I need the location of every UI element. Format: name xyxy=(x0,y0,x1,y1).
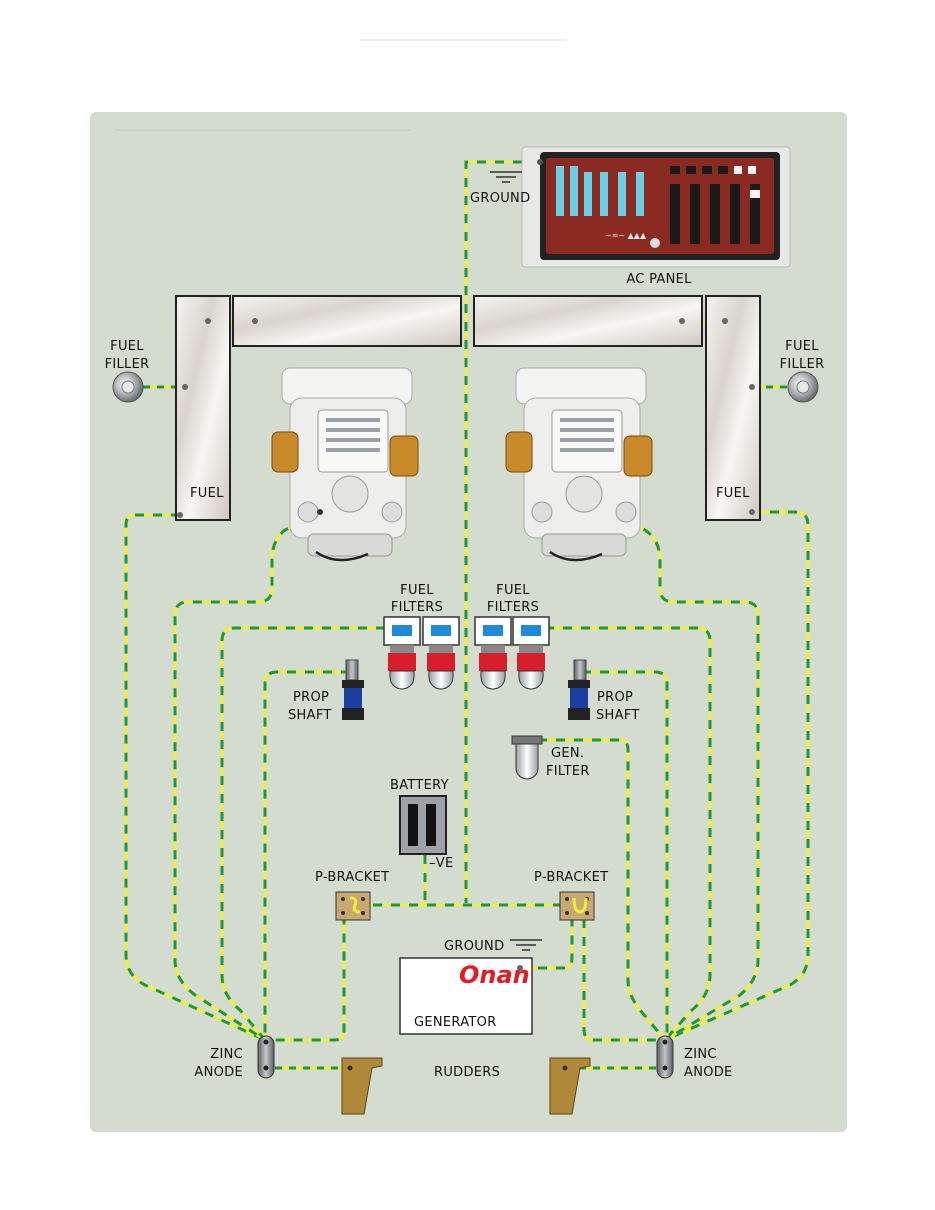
gen-filter xyxy=(511,735,543,780)
ground-top-label: GROUND xyxy=(470,191,530,206)
zinc-anode-right-label-2: ANODE xyxy=(684,1065,733,1080)
prop-shaft-right xyxy=(568,659,590,720)
fuel-filters-left-label-1: FUEL xyxy=(400,583,434,598)
rudders-label: RUDDERS xyxy=(434,1065,500,1080)
wire-left-prop-to-anode xyxy=(263,670,350,1040)
p-bracket-right-label: P-BRACKET xyxy=(534,870,608,885)
ground-icon xyxy=(490,171,522,183)
battery-negative-label: –VE xyxy=(429,856,454,871)
ac-panel: ~≈~ ▲▲▲ xyxy=(521,146,791,268)
fuel-filler-left-label-2: FILLER xyxy=(105,357,150,372)
marine-engine-icon xyxy=(505,367,653,562)
zinc-anode-left-label-1: ZINC xyxy=(210,1047,243,1062)
wire-left-tank-to-anode xyxy=(124,513,266,1042)
ac-panel-label: AC PANEL xyxy=(626,272,692,287)
wire-gen-filter-to-anode xyxy=(520,738,667,1041)
ac-panel-terminal xyxy=(537,159,543,165)
ground-icon xyxy=(510,939,542,951)
fuel-filters-left xyxy=(383,616,460,690)
wire-generator-ground xyxy=(520,905,574,970)
battery-label: BATTERY xyxy=(390,778,449,793)
zinc-anode-left-label-2: ANODE xyxy=(194,1065,243,1080)
prop-shaft-right-label-2: SHAFT xyxy=(596,708,640,723)
fuel-filler-cap-icon xyxy=(787,371,819,403)
wire-ac-panel-ground xyxy=(464,160,540,903)
prop-shaft-left xyxy=(342,659,364,720)
p-bracket-right xyxy=(559,891,595,921)
zinc-anode-right xyxy=(656,1035,674,1079)
prop-shaft-left-label-1: PROP xyxy=(293,690,329,705)
marine-engine-icon xyxy=(271,367,419,562)
fuel-filters-left-label-2: FILTERS xyxy=(391,600,443,615)
fuel-filters-right-label-1: FUEL xyxy=(496,583,530,598)
generator xyxy=(399,957,533,1035)
wire-right-tank-to-anode xyxy=(664,510,810,1042)
fuel-filler-right-label-1: FUEL xyxy=(785,339,819,354)
fuel-tank-right xyxy=(473,295,761,521)
ground-gen-label: GROUND xyxy=(444,939,504,954)
zinc-anode-left xyxy=(257,1035,275,1079)
wire-left-engine-to-anode xyxy=(173,510,321,1042)
fuel-tank-left-label: FUEL xyxy=(190,486,224,501)
fuel-filler-cap-icon xyxy=(112,371,144,403)
wire-right-filters-to-anode xyxy=(545,626,712,1042)
p-bracket-left-label: P-BRACKET xyxy=(315,870,389,885)
prop-shaft-right-label-1: PROP xyxy=(597,690,633,705)
rudder-left xyxy=(341,1057,383,1115)
onan-logo: Onan xyxy=(459,961,530,989)
wire-left-filters-to-anode xyxy=(220,626,385,1041)
wire-right-engine-to-anode xyxy=(611,510,760,1042)
diagram-background xyxy=(90,112,847,1132)
gen-filter-label-2: FILTER xyxy=(546,764,590,779)
fuel-filters-right xyxy=(474,616,550,690)
generator-label: GENERATOR xyxy=(414,1015,497,1030)
fuel-filters-right-label-2: FILTERS xyxy=(487,600,539,615)
gen-filter-label-1: GEN. xyxy=(551,746,584,761)
fuel-tank-left xyxy=(175,295,462,521)
prop-shaft-left-label-2: SHAFT xyxy=(288,708,332,723)
svg-text:~≈~ ▲▲▲: ~≈~ ▲▲▲ xyxy=(605,231,647,240)
fuel-filler-right-label-2: FILLER xyxy=(780,357,825,372)
bonding-wires xyxy=(124,160,810,1070)
fuel-filler-left-label-1: FUEL xyxy=(110,339,144,354)
rudder-right xyxy=(549,1057,591,1115)
wire-right-prop-to-anode xyxy=(582,670,669,1040)
zinc-anode-right-label-1: ZINC xyxy=(684,1047,717,1062)
battery-icon xyxy=(399,795,447,855)
p-bracket-left xyxy=(335,891,371,921)
fuel-tank-right-label: FUEL xyxy=(716,486,750,501)
